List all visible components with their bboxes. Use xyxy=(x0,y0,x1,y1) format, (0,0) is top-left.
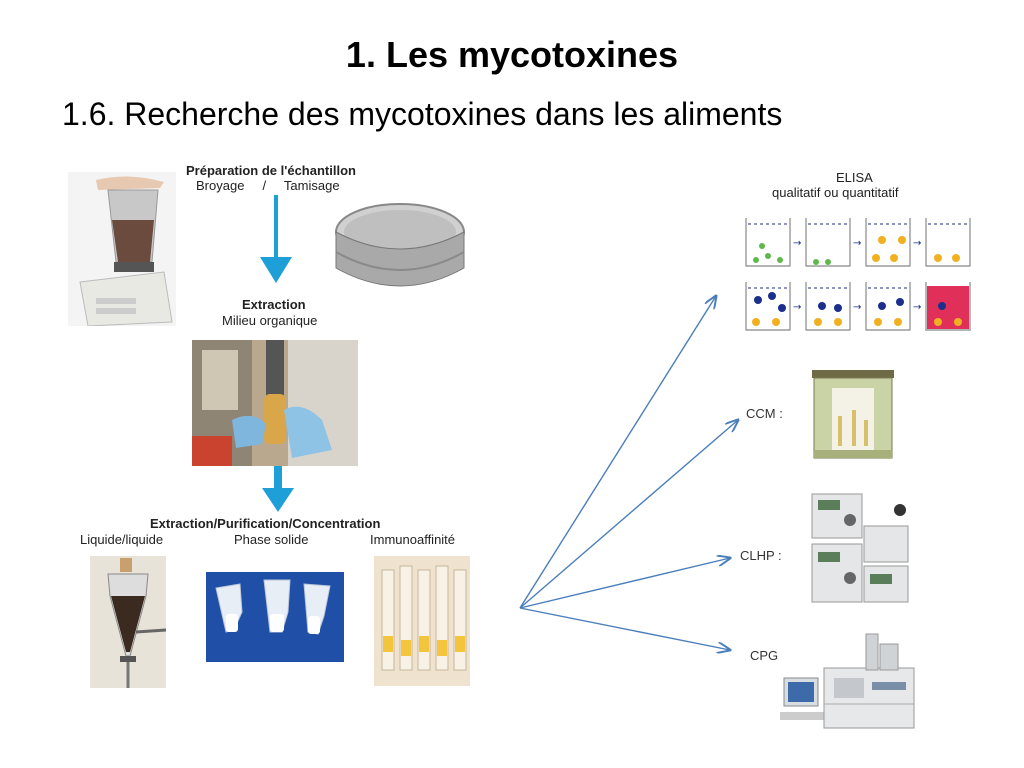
cpg-label: CPG : xyxy=(750,648,786,663)
svg-text:→: → xyxy=(793,302,801,313)
svg-text:→: → xyxy=(793,238,801,249)
elisa-diagram: → → → → → → xyxy=(742,210,978,338)
sieve-image xyxy=(330,196,470,300)
svg-text:→: → xyxy=(853,238,861,249)
ccm-label: CCM : xyxy=(746,406,783,421)
flow-arrow-down xyxy=(262,466,294,512)
preparation-steps: Broyage / Tamisage xyxy=(196,178,340,193)
blender-image xyxy=(68,172,176,326)
svg-text:→: → xyxy=(913,302,921,313)
separatory-funnel-image xyxy=(90,556,166,688)
extraction-medium: Milieu organique xyxy=(222,313,318,328)
arrow-to-ccm xyxy=(519,420,738,609)
method-solid-phase-label: Phase solide xyxy=(234,532,309,547)
svg-text:→: → xyxy=(853,302,861,313)
clhp-label: CLHP : xyxy=(740,548,782,563)
slide-title: 1. Les mycotoxines xyxy=(345,34,679,75)
svg-text:→: → xyxy=(913,238,921,249)
method-immunoaffinity-label: Immunoaffinité xyxy=(370,532,456,547)
method-liquid-liquid-label: Liquide/liquide xyxy=(80,532,164,547)
extraction-lab-image xyxy=(192,340,358,466)
clhp-instrument-image xyxy=(808,486,912,606)
elisa-subtitle: qualitatif ou quantitatif xyxy=(772,185,899,200)
preparation-heading: Préparation de l'échantillon xyxy=(186,163,356,178)
extraction-heading: Extraction xyxy=(242,297,306,312)
slide-subtitle: 1.6. Recherche des mycotoxines dans les … xyxy=(62,96,783,132)
purification-heading: Extraction/Purification/Concentration xyxy=(150,516,381,531)
arrow-to-elisa xyxy=(519,296,716,609)
elisa-title: ELISA xyxy=(836,170,873,185)
cpg-instrument-image xyxy=(780,630,920,740)
arrow-to-cpg xyxy=(519,607,730,650)
ccm-tank-image xyxy=(806,366,900,462)
immunoaffinity-columns-image xyxy=(374,556,470,686)
arrow-to-clhp xyxy=(519,558,730,609)
flow-arrow-down xyxy=(260,195,292,283)
solid-phase-cartridges-image xyxy=(206,572,344,662)
